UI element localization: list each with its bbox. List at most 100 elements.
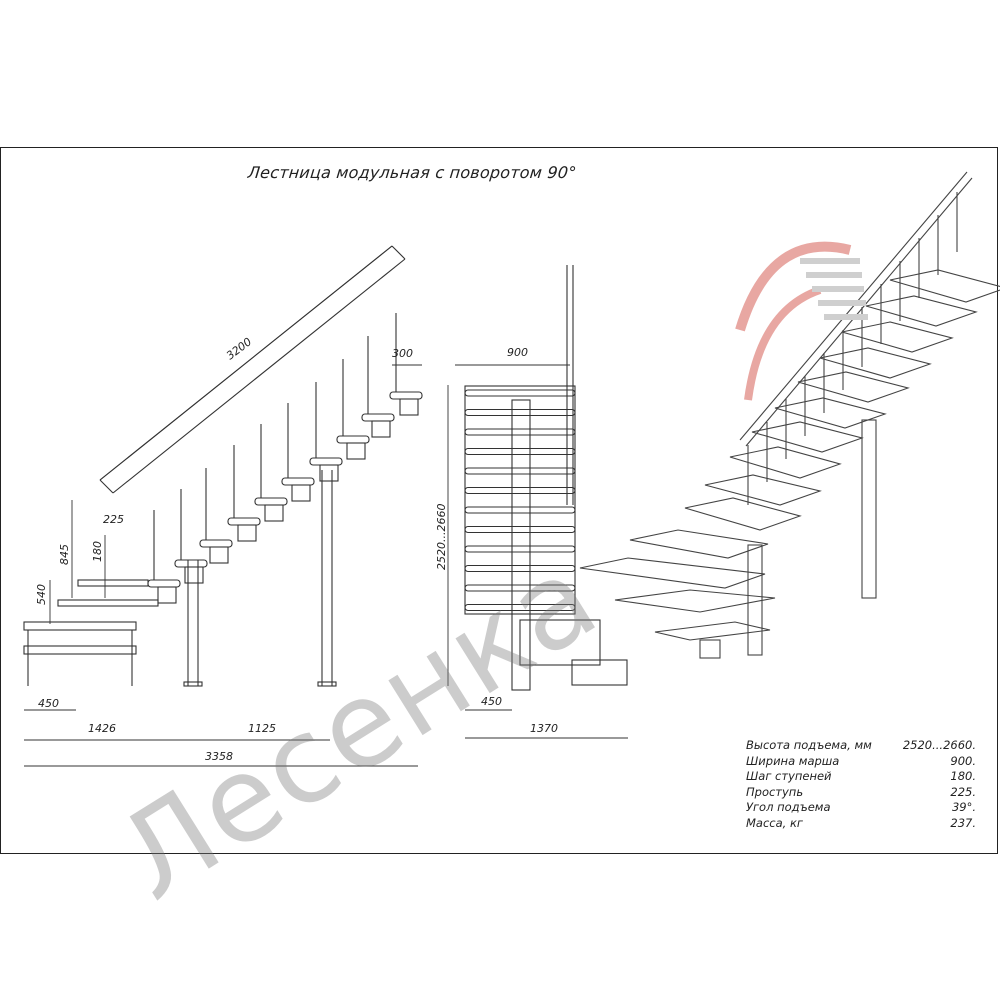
spec-label: Угол подъема [746, 800, 831, 814]
iso-base [699, 639, 721, 659]
logo-step-stripe [812, 286, 864, 292]
iso-handrail-2 [745, 177, 973, 447]
logo-step-stripe [806, 272, 862, 278]
spec-label: Ширина марша [746, 753, 840, 768]
spec-row: Ширина марша 900. [746, 754, 976, 770]
step-tread [57, 599, 159, 607]
step-module [346, 442, 366, 460]
step-tread [254, 497, 288, 506]
iso-step [729, 446, 842, 479]
front-base-modules [519, 619, 601, 666]
drawing-frame [0, 147, 998, 854]
front-step [464, 525, 576, 534]
step-tread [281, 477, 315, 486]
spec-label: Масса, кг [746, 815, 803, 830]
step-module [157, 586, 177, 604]
front-step [464, 603, 576, 612]
step-module [399, 398, 419, 416]
front-step [464, 545, 576, 553]
logo-step-stripe [824, 314, 868, 320]
iso-bottom-step [654, 621, 771, 641]
front-bottom-step [571, 659, 628, 686]
front-step [464, 428, 576, 436]
front-step [464, 486, 576, 495]
step-module [319, 464, 339, 482]
iso-step [797, 371, 910, 403]
brand-logo-mark [735, 241, 868, 401]
handrail-start [99, 479, 114, 494]
dim-rail-length: 3200 [224, 335, 254, 362]
front-column [511, 399, 531, 691]
logo-step-stripe [800, 258, 860, 264]
isometric-view [579, 171, 1000, 659]
iso-step [704, 474, 822, 506]
iso-step [889, 269, 1000, 303]
step-module [209, 546, 229, 564]
iso-step [684, 497, 802, 531]
dim-tread: 225 [103, 513, 124, 526]
front-outline [464, 385, 576, 615]
dim-540: 540 [35, 584, 48, 605]
column-foot [183, 681, 203, 687]
dim-top-step: 300 [392, 347, 413, 360]
logo-arc [744, 286, 822, 401]
step-tread [361, 413, 395, 422]
iso-step [751, 421, 864, 453]
front-step [464, 584, 576, 592]
step-module [237, 524, 257, 542]
spec-label: Шаг ступеней [746, 769, 832, 783]
step-tread [389, 391, 423, 400]
iso-step [819, 347, 932, 379]
front-step [464, 467, 576, 475]
front-step [464, 506, 576, 514]
iso-step [774, 397, 887, 429]
spec-row: Угол подъема 39°. [746, 800, 976, 816]
dim-450-side: 450 [38, 697, 59, 710]
step-tread [227, 517, 261, 526]
step-tread [336, 435, 370, 444]
dimension-line [99, 245, 393, 481]
handrail-lower [112, 258, 406, 494]
dim-1426: 1426 [88, 722, 116, 735]
step-module [264, 504, 284, 522]
iso-column [747, 544, 763, 656]
iso-step [841, 321, 954, 353]
front-step [464, 447, 576, 456]
step-module [371, 420, 391, 438]
dimension-lines [24, 245, 628, 767]
dim-1370: 1370 [530, 722, 558, 735]
spec-row: Шаг ступеней 180. [746, 769, 976, 785]
logo-arc [735, 241, 852, 332]
spec-value: 225. [950, 784, 976, 799]
front-step [464, 564, 576, 573]
spec-value: 2520...2660. [902, 738, 976, 752]
front-view [464, 265, 628, 691]
step-tread [77, 579, 149, 587]
iso-step [579, 557, 766, 589]
spec-value: 39°. [951, 800, 976, 814]
lower-platform [23, 621, 137, 631]
step-tread [147, 579, 181, 588]
iso-column [861, 419, 877, 599]
dim-845: 845 [58, 544, 71, 565]
step-tread [309, 457, 343, 466]
column-foot [317, 681, 337, 687]
dim-height-range: 2520...2660 [435, 504, 448, 570]
spec-value: 180. [950, 769, 976, 783]
dim-3358: 3358 [205, 750, 233, 763]
front-step [464, 408, 576, 417]
spec-label: Проступь [746, 784, 804, 799]
handrail-end [391, 245, 406, 260]
spec-row: Проступь 225. [746, 785, 976, 801]
step-module [184, 566, 204, 584]
dim-900: 900 [507, 346, 528, 359]
spec-value: 900. [950, 753, 976, 768]
iso-step [865, 295, 978, 327]
dim-1125: 1125 [248, 722, 276, 735]
front-step [464, 389, 576, 397]
dim-180: 180 [91, 541, 104, 562]
